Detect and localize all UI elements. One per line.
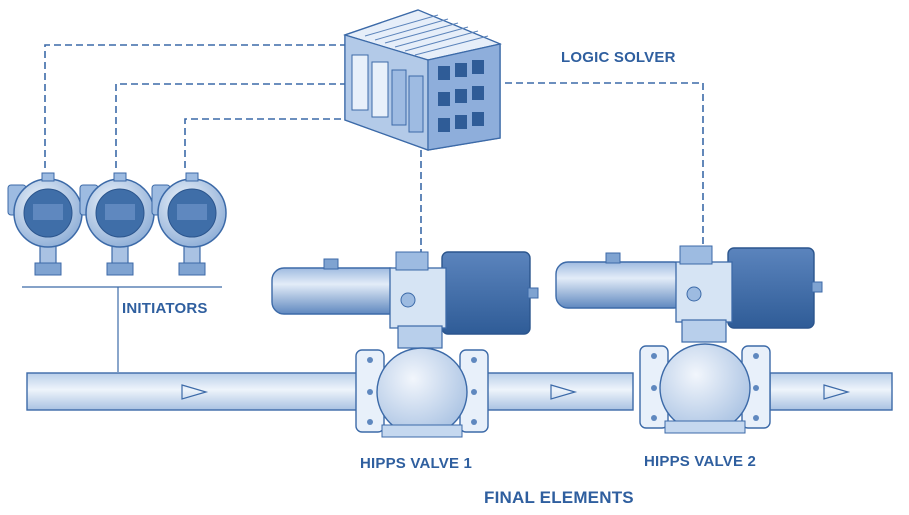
transmitter-icon	[7, 172, 83, 276]
flow-arrow-icon	[181, 384, 209, 400]
pipe-segment-3	[769, 372, 893, 411]
hipps-valve-1-icon	[271, 251, 539, 438]
transmitter-icon	[79, 172, 155, 276]
initiators-group	[7, 172, 227, 276]
signal-line-initiator-2	[115, 83, 350, 168]
hipps-valve-2-icon	[555, 245, 823, 434]
logic-solver-label: LOGIC SOLVER	[561, 49, 676, 66]
final-elements-label: FINAL ELEMENTS	[484, 488, 634, 507]
signal-lines	[44, 44, 704, 258]
hipps-valve-2-label: HIPPS VALVE 2	[644, 453, 757, 470]
pipe-segment-2	[486, 372, 634, 411]
initiators-label: INITIATORS	[122, 300, 208, 317]
flow-arrow-icon	[823, 384, 851, 400]
pipeline	[26, 372, 893, 411]
signal-line-initiator-3	[184, 118, 355, 168]
flow-arrow-icon	[550, 384, 578, 400]
transmitter-icon	[151, 172, 227, 276]
initiators-bracket	[22, 286, 222, 372]
logic-solver-icon	[343, 9, 502, 151]
signal-line-initiator-1	[44, 44, 352, 168]
pipe-segment-1	[26, 372, 360, 411]
signal-line-valve-2	[505, 82, 704, 250]
hipps-valve-1-label: HIPPS VALVE 1	[360, 455, 473, 472]
